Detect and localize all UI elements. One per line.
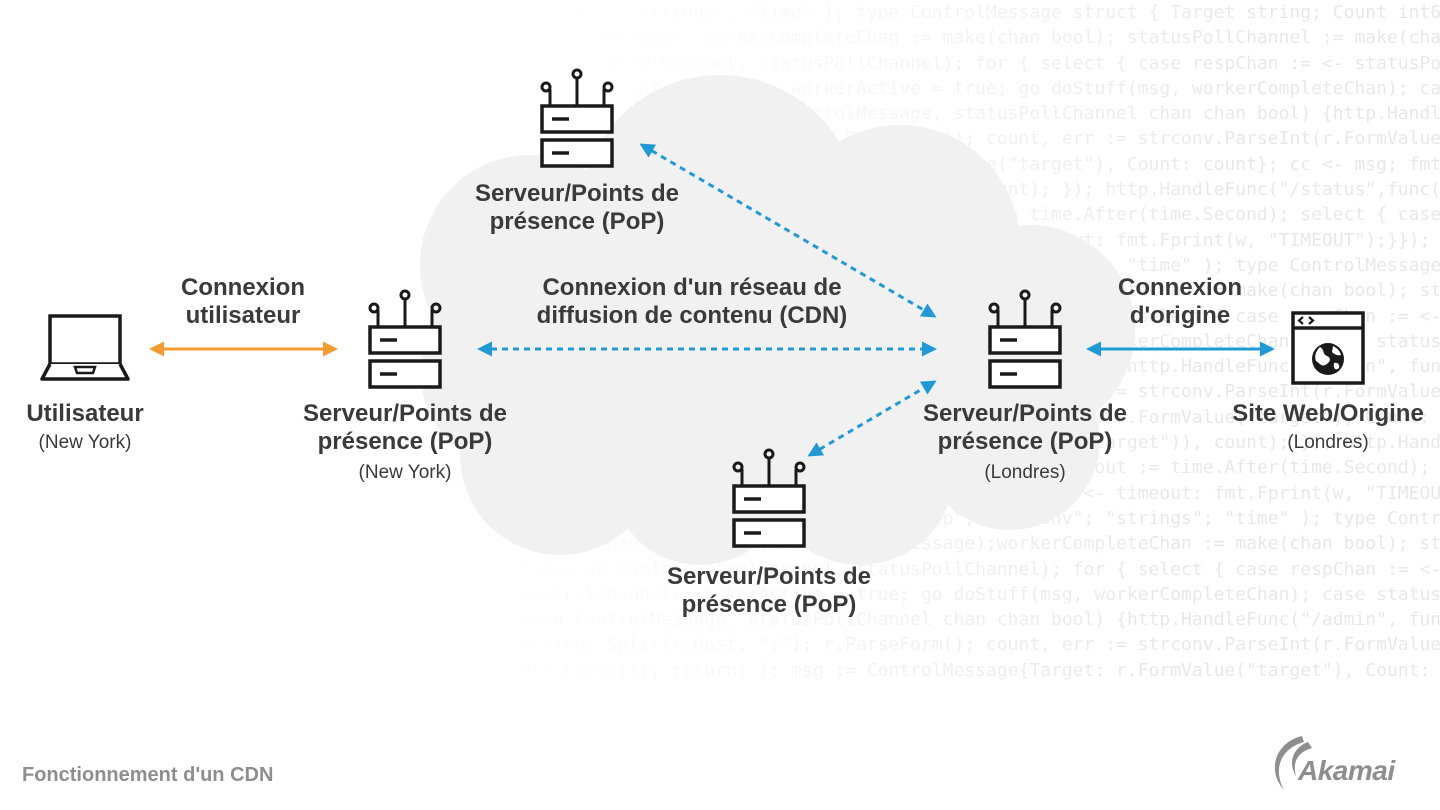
background-code-line: false;go admin(controlChannel, statusPol… (520, 558, 1440, 580)
origin-location: (Londres) (1287, 432, 1369, 453)
user-label: Utilisateur (26, 400, 144, 427)
origin-label: Site Web/Origine (1232, 400, 1424, 427)
user-location: (New York) (38, 432, 132, 453)
cdn-connection-label-line1: Connexion d'un réseau de (542, 274, 842, 301)
pop-top-label-line2: présence (PoP) (489, 208, 665, 235)
user-connection-label-line2: utilisateur (185, 302, 301, 329)
user-connection-label-line1: Connexion (181, 274, 305, 301)
laptop-icon (40, 314, 130, 381)
background-code-line: ("count", "strings", "time" ); type Cont… (520, 2, 1440, 23)
pop-bottom-label-line2: présence (PoP) (681, 591, 857, 618)
background-code-line: ControlMessage); workerCompleteChan := m… (520, 27, 1440, 49)
akamai-logo: Akamai (1298, 755, 1395, 786)
pop-london-label-line2: présence (PoP) (937, 428, 1113, 455)
akamai-logo-swoosh (1274, 736, 1312, 790)
background-code-line: controlChannel: workerActive = true; go … (520, 583, 1440, 605)
diagram-caption: Fonctionnement d'un CDN (22, 764, 274, 786)
background-code-line: err.Error()); return; }; msg := ControlM… (520, 659, 1440, 681)
pop-london-location: (Londres) (984, 462, 1066, 483)
background-code-line: admin(controlChannel, statusPollChannel)… (520, 52, 1440, 74)
origin-connection-label-line2: d'origine (1129, 302, 1231, 329)
pop-top-label-line1: Serveur/Points de (474, 180, 680, 207)
background-code-line: chan ControlMessage, statusPollChannel c… (520, 609, 1440, 631)
pop-bottom-label-line1: Serveur/Points de (666, 563, 872, 590)
cdn-connection-label-line2: diffusion de contenu (CDN) (536, 302, 848, 329)
cdn-connection-arrow-top (639, 143, 937, 318)
origin-connection-label-line1: Connexion (1118, 274, 1242, 301)
pop-london-label-line1: Serveur/Points de (922, 400, 1128, 427)
pop-new-york-label-line1: Serveur/Points de (302, 400, 508, 427)
pop-new-york-location: (New York) (358, 462, 452, 483)
server-router-icon-top (540, 68, 614, 168)
cdn-connection-arrow-bottom (807, 380, 937, 457)
pop-new-york-label-line2: présence (PoP) (317, 428, 493, 455)
browser-globe-icon (1291, 311, 1365, 385)
background-code-line: strings.Split(r.Host, ":"); r.ParseForm(… (520, 634, 1440, 656)
